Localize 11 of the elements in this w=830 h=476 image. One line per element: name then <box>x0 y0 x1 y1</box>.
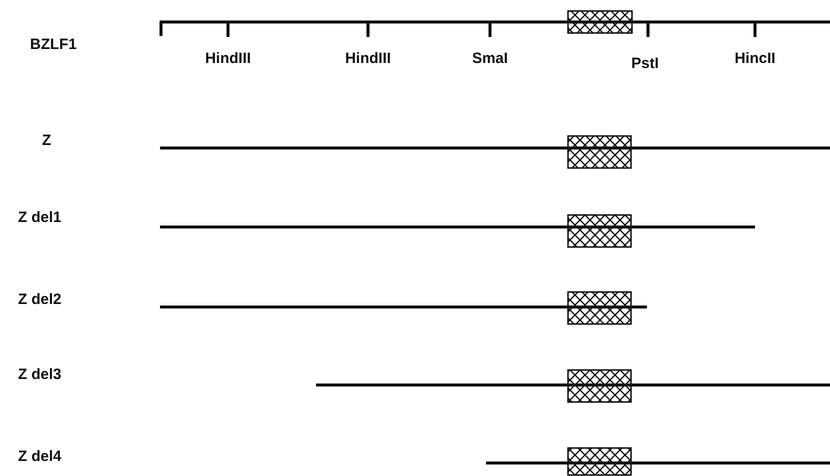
construct-label: Z del2 <box>18 291 62 309</box>
restriction-site-label: HindIII <box>345 50 391 68</box>
construct-label: Z del3 <box>18 366 62 384</box>
restriction-site-label: HincII <box>734 50 776 68</box>
restriction-site-label: PstI <box>631 55 659 73</box>
construct-label: Z <box>42 132 52 150</box>
construct-label: Z del1 <box>18 209 62 227</box>
restriction-site-label: SmaI <box>472 50 508 68</box>
construct-label: BZLF1 <box>30 36 77 54</box>
construct-label: Z del4 <box>18 448 62 466</box>
restriction-site-label: HindIII <box>205 50 251 68</box>
